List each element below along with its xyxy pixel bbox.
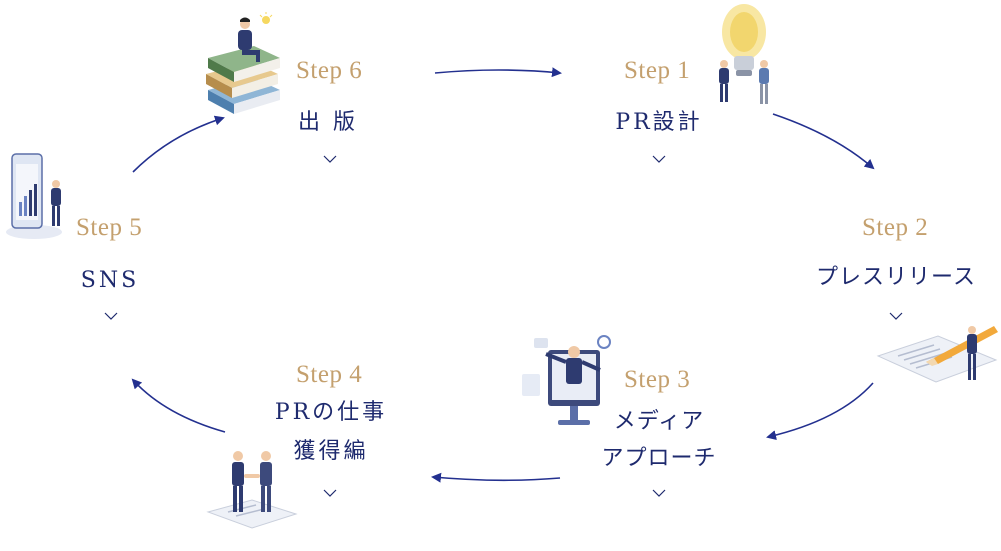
step-2-label: Step 2 [862, 214, 929, 241]
step-3-title-line1: メディア [613, 409, 705, 434]
step-4-label: Step 4 [296, 361, 363, 388]
step-1-title: PR設計 [615, 110, 703, 135]
step-3-title-line2: アプローチ [601, 446, 717, 471]
arrow-1-to-2 [772, 113, 875, 170]
step-1-label: Step 1 [624, 57, 691, 84]
chevron-down-icon [104, 312, 118, 320]
step-2-title: プレスリリース [816, 265, 976, 290]
arrow-2-to-3 [766, 382, 874, 441]
step-3-label: Step 3 [624, 366, 691, 393]
arrow-5-to-6 [132, 115, 225, 173]
handshake-contract-icon [206, 451, 298, 529]
monitor-presenter-icon [522, 335, 611, 425]
arrow-6-to-1 [434, 67, 562, 78]
step-4-title-line2: 獲得編 [293, 439, 369, 464]
pencil-document-icon [876, 326, 998, 383]
chevron-down-icon [323, 489, 337, 497]
chevron-down-icon [889, 312, 903, 320]
step-5-label: Step 5 [76, 214, 143, 241]
step-4-title-line1: PRの仕事 [274, 400, 388, 425]
lightbulb-team-icon [719, 4, 769, 104]
step-5-title: SNS [80, 268, 140, 293]
arrow-3-to-4 [431, 472, 561, 483]
chevron-down-icon [652, 155, 666, 163]
chevron-down-icon [652, 489, 666, 497]
arrow-4-to-5 [131, 378, 226, 433]
books-reader-icon [206, 12, 280, 114]
step-6-title: 出 版 [298, 110, 358, 135]
chevron-down-icon [323, 155, 337, 163]
step-6-label: Step 6 [296, 57, 363, 84]
smartphone-chart-icon [6, 153, 62, 239]
